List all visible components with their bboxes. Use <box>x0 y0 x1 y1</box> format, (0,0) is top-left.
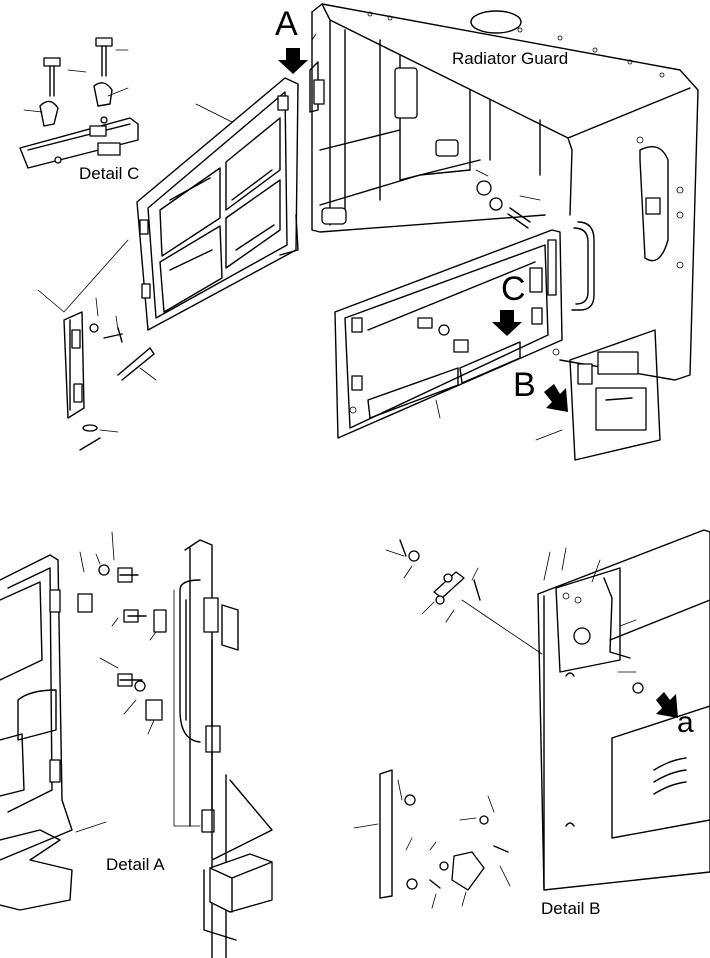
arrow-b <box>544 384 568 412</box>
panel-b <box>569 329 661 461</box>
marker-a: A <box>275 5 298 43</box>
radiator-guard-label: Radiator Guard <box>452 49 569 68</box>
detail-a-leaders <box>75 531 201 833</box>
detail-b-label: Detail B <box>541 899 601 918</box>
detail-a-label: Detail A <box>106 855 165 874</box>
upper-left-door <box>136 77 299 331</box>
radiator-bolts <box>417 180 531 336</box>
left-hinge <box>63 311 155 451</box>
lower-door-panel <box>334 229 563 439</box>
detail-b-leaders <box>353 547 637 909</box>
detail-b-drawing <box>379 529 710 899</box>
detail-a-drawing <box>0 539 273 958</box>
detail-c-drawing <box>19 37 139 169</box>
callout-leaders <box>23 33 563 441</box>
detail-c-label: Detail C <box>79 164 140 183</box>
marker-c: C <box>501 270 526 308</box>
radiator-guard-housing <box>309 3 699 381</box>
marker-a-lower: a <box>677 706 694 739</box>
arrow-a <box>278 48 308 74</box>
arrow-a-lower <box>656 692 678 718</box>
marker-b: B <box>513 366 536 404</box>
arrow-c <box>492 310 522 336</box>
